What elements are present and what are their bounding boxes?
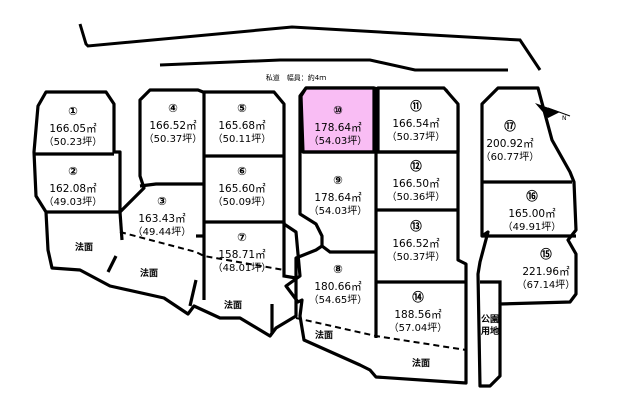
- lot-number: ⑪: [410, 99, 422, 113]
- lot-label-2: ② 162.08㎡（49.03坪）: [44, 164, 103, 208]
- lot-label-12: ⑫ 166.50㎡（50.36坪）: [387, 159, 446, 203]
- lot-area: 166.52㎡: [149, 120, 197, 132]
- lot-area: 165.68㎡: [218, 120, 266, 132]
- lot-tsubo: （60.77坪）: [481, 150, 540, 163]
- lot-area: 221.96㎡: [522, 266, 570, 278]
- slope-boundary-line: [119, 231, 285, 271]
- lot-label-5: ⑤ 165.68㎡（50.11坪）: [213, 101, 272, 145]
- lot-label-7: ⑦ 158.71㎡（48.01坪）: [213, 230, 272, 274]
- lot-line-3-left: [118, 211, 124, 241]
- lot-number: ⑬: [410, 219, 422, 233]
- lot-labels: ① 166.05㎡（50.23坪） ② 162.08㎡（49.03坪） ③ 163.43㎡…: [44, 99, 576, 334]
- lot-11-parcel[interactable]: [376, 86, 460, 154]
- lot-tsubo: （50.37坪）: [387, 250, 446, 263]
- lot-area: 166.52㎡: [392, 238, 440, 250]
- lot-number: ⑧: [333, 262, 343, 276]
- park-label-line2: 用地: [480, 325, 499, 337]
- lot-area: 180.66㎡: [314, 281, 362, 293]
- lot-area: 166.05㎡: [49, 123, 97, 135]
- lot-number: ⑯: [526, 189, 538, 203]
- lot-area: 178.64㎡: [314, 192, 362, 204]
- lot-line-7-8: [282, 222, 297, 280]
- lot-number: ⑤: [237, 101, 247, 115]
- lot-tsubo: （48.01坪）: [213, 261, 272, 274]
- svg-text:N: N: [562, 115, 567, 122]
- lot-area: 200.92㎡: [486, 138, 534, 150]
- lot-area: 163.43㎡: [138, 213, 186, 225]
- lot-line-9-8: [321, 244, 376, 254]
- road-label: 私道 幅員：約4ｍ: [266, 73, 326, 82]
- lot-area: 178.64㎡: [314, 122, 362, 134]
- lot-label-11: ⑪ 166.54㎡（50.37坪）: [387, 99, 446, 143]
- lot-tsubo: （50.23坪）: [44, 135, 103, 148]
- lot-area: 188.56㎡: [394, 309, 442, 321]
- lot-number: ⑫: [410, 159, 422, 173]
- lot-label-14: ⑭ 188.56㎡（57.04坪）: [389, 290, 448, 334]
- slope-lot-line-b: [188, 279, 198, 307]
- lot-label-6: ⑥ 165.60㎡（50.09坪）: [213, 164, 272, 208]
- lot-tsubo: （54.65坪）: [309, 293, 368, 306]
- lot-tsubo: （50.37坪）: [144, 132, 203, 145]
- lot-tsubo: （50.11坪）: [213, 132, 272, 145]
- slope-boundary-line-2: [295, 317, 467, 351]
- lot-label-16: ⑯ 165.00㎡（49.91坪）: [503, 189, 562, 233]
- slope-label-5: 法面: [412, 357, 430, 369]
- lot-tsubo: （49.44坪）: [133, 225, 192, 238]
- lot-tsubo: （50.36坪）: [387, 190, 446, 203]
- lot-tsubo: （50.09坪）: [213, 195, 272, 208]
- lot-tsubo: （49.03坪）: [44, 195, 103, 208]
- lot-number: ①: [68, 104, 78, 118]
- north-arrow-icon: N: [535, 103, 571, 122]
- lot-tsubo: （54.03坪）: [309, 134, 368, 147]
- lot-line-3-top: [139, 182, 204, 188]
- lot-label-10: ⑩ 178.64㎡（54.03坪）: [309, 103, 368, 147]
- lot-number: ③: [157, 194, 167, 208]
- lot-label-9: ⑨ 178.64㎡（54.03坪）: [309, 173, 368, 217]
- road-edge-south: [159, 58, 508, 72]
- lot-area: 165.00㎡: [508, 208, 556, 220]
- lot-number: ⑰: [504, 119, 516, 133]
- park-label-line1: 公園: [481, 314, 499, 325]
- lot-label-17: ⑰ 200.92㎡（60.77坪）: [481, 119, 540, 163]
- lot-number: ⑥: [237, 164, 247, 178]
- lot-tsubo: （54.03坪）: [309, 204, 368, 217]
- lot-number: ⑩: [333, 103, 343, 117]
- lot-area: 166.50㎡: [392, 178, 440, 190]
- lot-area: 162.08㎡: [49, 183, 97, 195]
- lot-line-15-park: [480, 280, 502, 304]
- lot-label-13: ⑬ 166.52㎡（50.37坪）: [387, 219, 446, 263]
- lot-label-1: ① 166.05㎡（50.23坪）: [44, 104, 103, 148]
- lot-number: ②: [68, 164, 78, 178]
- lot-area: 158.71㎡: [218, 249, 266, 261]
- road-edge-north: [78, 23, 542, 71]
- lot-number: ⑦: [237, 230, 247, 244]
- slope-label-2: 法面: [140, 267, 158, 279]
- lot-tsubo: （67.14坪）: [517, 278, 576, 291]
- lot-label-3: ③ 163.43㎡（49.44坪）: [133, 194, 192, 238]
- lot-number: ⑭: [412, 290, 424, 304]
- slope-label-3: 法面: [224, 299, 242, 311]
- lot-label-15: ⑮ 221.96㎡（67.14坪）: [517, 247, 576, 291]
- lot-tsubo: （49.91坪）: [503, 220, 562, 233]
- lot-number: ⑮: [540, 247, 552, 261]
- slope-label-1: 法面: [75, 241, 93, 253]
- lot-number: ④: [168, 101, 178, 115]
- lot-area: 165.60㎡: [218, 183, 266, 195]
- lot-tsubo: （57.04坪）: [389, 321, 448, 334]
- lot-number: ⑨: [333, 173, 343, 187]
- lot-tsubo: （50.37坪）: [387, 130, 446, 143]
- lot-label-4: ④ 166.52㎡（50.37坪）: [144, 101, 203, 145]
- slope-lot-line-a: [106, 255, 118, 273]
- lot-label-8: ⑧ 180.66㎡（54.65坪）: [309, 262, 368, 306]
- lot-area: 166.54㎡: [392, 118, 440, 130]
- slope-label-4: 法面: [315, 329, 333, 341]
